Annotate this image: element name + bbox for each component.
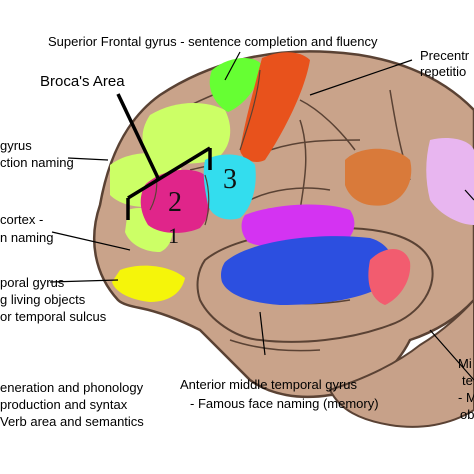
label-precentral-2: repetitio <box>420 64 467 79</box>
label-superior-frontal: Superior Frontal gyrus - sentence comple… <box>48 34 378 49</box>
area-number-3: 3 <box>223 164 237 195</box>
cerebellum <box>328 298 474 428</box>
label-mid-3: - M <box>458 390 474 405</box>
label-brocas-area: Broca's Area <box>40 73 125 90</box>
label-production-syntax: production and syntax <box>0 397 128 412</box>
area-number-2: 2 <box>168 187 182 218</box>
label-precentral-1: Precentr <box>420 48 470 63</box>
region-blue <box>221 236 394 305</box>
region-cyan <box>203 154 256 220</box>
region-pink-red <box>368 248 411 305</box>
label-verb-area: Verb area and semantics <box>0 414 144 429</box>
label-temporal-sulcus: or temporal sulcus <box>0 309 107 324</box>
region-orange-red <box>240 52 310 162</box>
region-magenta <box>140 169 212 233</box>
area-number-1: 1 <box>168 223 179 248</box>
label-anterior-mtg: Anterior middle temporal gyrus <box>180 377 358 392</box>
label-cortex-fragment: cortex - <box>0 212 44 227</box>
region-yellow <box>112 265 185 302</box>
label-n-naming: n naming <box>0 230 54 245</box>
brocas-bracket <box>116 93 212 220</box>
label-gyrus-fragment: gyrus <box>0 138 32 153</box>
label-poral-gyrus: poral gyrus <box>0 275 65 290</box>
pointer-lines <box>49 51 474 381</box>
label-mid-4: ob <box>460 407 474 422</box>
region-lavender <box>426 138 474 225</box>
label-generation-phonology: eneration and phonology <box>0 380 144 395</box>
label-living-objects: g living objects <box>0 292 86 307</box>
label-mid-1: Mi <box>458 356 472 371</box>
label-famous-face: - Famous face naming (memory) <box>190 396 379 411</box>
region-orange <box>345 148 412 206</box>
label-action-naming: ction naming <box>0 155 74 170</box>
region-green-bright <box>209 58 262 112</box>
label-mid-2: te <box>462 373 473 388</box>
